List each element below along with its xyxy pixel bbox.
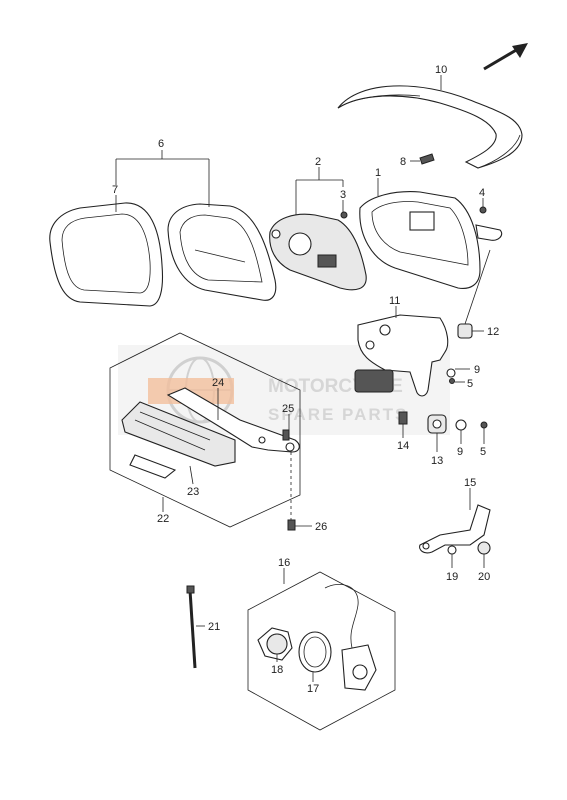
callout-6: 6 (158, 138, 164, 150)
callout-18: 18 (271, 664, 283, 676)
callout-12: 12 (487, 326, 499, 338)
callout-15: 15 (464, 477, 476, 489)
callout-13: 13 (431, 455, 443, 467)
watermark-line2: SPARE PARTS (268, 405, 408, 424)
small-bracket-part (419, 504, 491, 554)
screw-25 (282, 429, 290, 441)
leader-lines (115, 75, 491, 682)
callout-14: 14 (397, 440, 409, 452)
callout-2: 2 (315, 156, 321, 168)
callout-26: 26 (315, 521, 327, 533)
callout-23: 23 (187, 486, 199, 498)
meter-case-front-part (167, 203, 277, 301)
callout-21: 21 (208, 621, 220, 633)
sensor-ring-part (298, 631, 332, 673)
sensor-rotor-part (257, 627, 293, 661)
screw-5b (480, 421, 488, 429)
screw-5a (449, 378, 455, 384)
callout-16: 16 (278, 557, 290, 569)
meter-case-rear-part (359, 191, 503, 289)
meter-cover-part (337, 85, 523, 169)
sensor-box-frame (247, 571, 396, 731)
indicator-box-frame (109, 332, 301, 528)
callout-5b: 5 (480, 446, 486, 458)
screw-26 (287, 519, 296, 531)
callout-7: 7 (112, 184, 118, 196)
indicator-lamp-part (121, 401, 236, 479)
callout-11: 11 (389, 295, 400, 307)
callout-24: 24 (212, 377, 224, 389)
callout-labels: 10 6 2 8 1 7 3 4 11 12 9 5 24 25 14 9 5 … (112, 64, 499, 695)
grommet-12 (457, 323, 473, 339)
callout-8: 8 (400, 156, 406, 168)
callout-9b: 9 (457, 446, 463, 458)
washer-9a (446, 368, 456, 378)
cable-tie-part (186, 585, 197, 669)
meter-assembly-part (269, 213, 367, 291)
meter-lens-part (49, 202, 164, 307)
callout-5a: 5 (467, 378, 473, 390)
clip-20 (477, 541, 491, 555)
callout-3: 3 (340, 189, 346, 201)
callout-25: 25 (282, 403, 294, 415)
callout-22: 22 (157, 513, 169, 525)
callout-1: 1 (375, 167, 381, 179)
meter-bracket-part (354, 314, 449, 397)
washer-19 (447, 545, 457, 555)
washer-9b (455, 419, 467, 431)
screw-8 (419, 153, 435, 165)
callout-17: 17 (307, 683, 319, 695)
callout-20: 20 (478, 571, 490, 583)
callout-19: 19 (446, 571, 458, 583)
front-direction-arrow-icon (483, 43, 528, 71)
speed-sensor-part (324, 584, 377, 691)
screw-3 (340, 211, 348, 219)
damper-13 (427, 414, 447, 434)
callout-10: 10 (435, 64, 447, 76)
callout-4: 4 (479, 187, 485, 199)
callout-9a: 9 (474, 364, 480, 376)
screw-14 (398, 411, 408, 425)
screw-4 (479, 206, 487, 214)
